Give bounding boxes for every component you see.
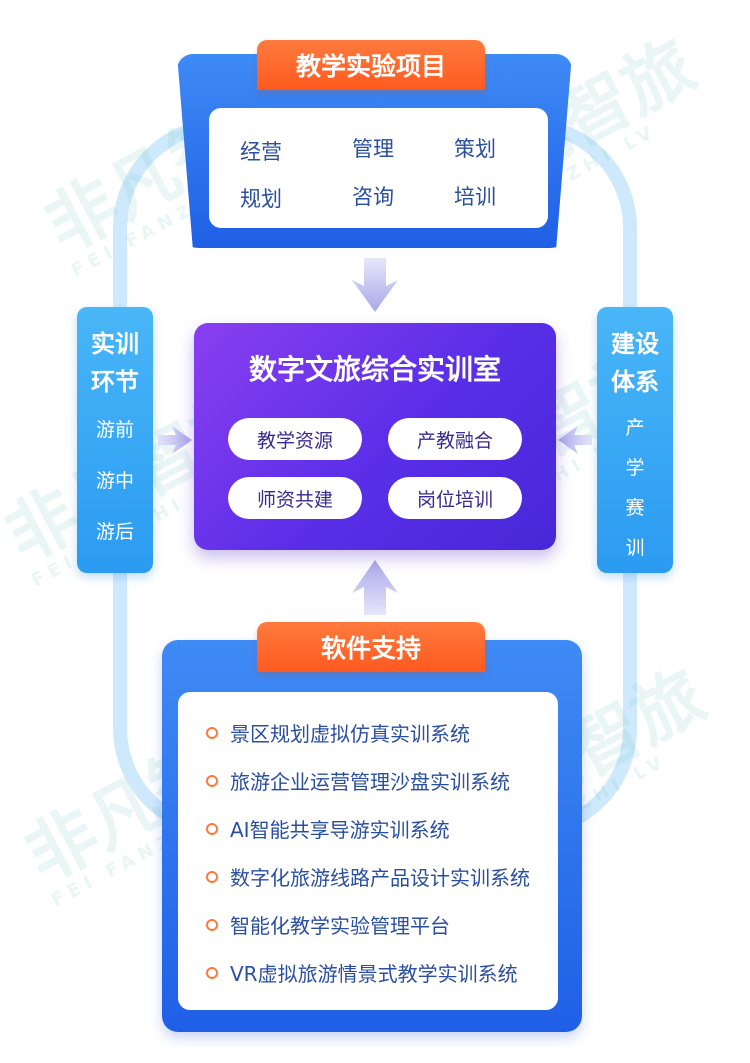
project-items-box — [209, 108, 548, 228]
left-column-title: 实训 环节 — [91, 330, 139, 396]
arrow-right-icon — [158, 426, 192, 454]
project-item: 管理 — [352, 137, 394, 161]
project-panel-title: 教学实验项目 — [257, 40, 485, 90]
project-item: 经营 — [240, 140, 282, 164]
right-column-item: 赛 — [625, 497, 645, 519]
left-column-item: 游后 — [95, 521, 134, 543]
bullet-icon — [206, 726, 218, 739]
center-title: 数字文旅综合实训室 — [248, 353, 501, 386]
project-item: 策划 — [454, 137, 496, 161]
right-column-item: 产 — [625, 417, 645, 439]
bullet-icon — [206, 918, 218, 931]
center-pill: 产教融合 — [388, 418, 522, 460]
left-column-item: 游中 — [95, 470, 134, 492]
bullet-icon — [206, 870, 218, 883]
software-item: VR虚拟旅游情景式教学实训系统 — [206, 958, 518, 987]
software-item: 数字化旅游线路产品设计实训系统 — [206, 862, 530, 891]
software-item: AI智能共享导游实训系统 — [206, 814, 450, 843]
bullet-icon — [206, 774, 218, 787]
bullet-icon — [206, 966, 218, 979]
center-pill: 岗位培训 — [388, 477, 522, 519]
software-panel-title: 软件支持 — [257, 622, 485, 672]
arrow-left-icon — [558, 426, 592, 454]
right-column — [597, 307, 673, 573]
center-pill: 教学资源 — [228, 418, 362, 460]
software-item: 景区规划虚拟仿真实训系统 — [206, 718, 470, 747]
software-item: 旅游企业运营管理沙盘实训系统 — [206, 766, 510, 795]
arrow-up-icon — [352, 560, 398, 615]
right-column-title: 建设 体系 — [611, 330, 659, 396]
software-list-box — [178, 692, 558, 1010]
bullet-icon — [206, 822, 218, 835]
project-item: 咨询 — [352, 185, 394, 209]
center-pill: 师资共建 — [228, 477, 362, 519]
software-item: 智能化教学实验管理平台 — [206, 910, 450, 939]
project-item: 规划 — [240, 187, 282, 211]
project-item: 培训 — [454, 185, 496, 209]
right-column-item: 训 — [625, 537, 645, 559]
right-column-item: 学 — [625, 457, 645, 479]
arrow-down-icon — [352, 258, 398, 312]
left-column-item: 游前 — [95, 419, 134, 441]
left-column — [77, 307, 153, 573]
